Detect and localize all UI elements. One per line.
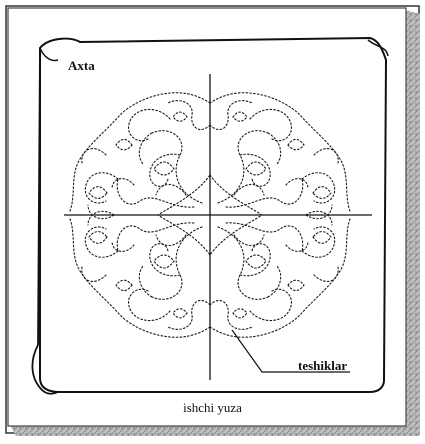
- label-ishchi-yuza: ishchi yuza: [0, 400, 425, 416]
- label-teshiklar: teshiklar: [298, 358, 347, 374]
- label-axta: Axta: [68, 58, 95, 74]
